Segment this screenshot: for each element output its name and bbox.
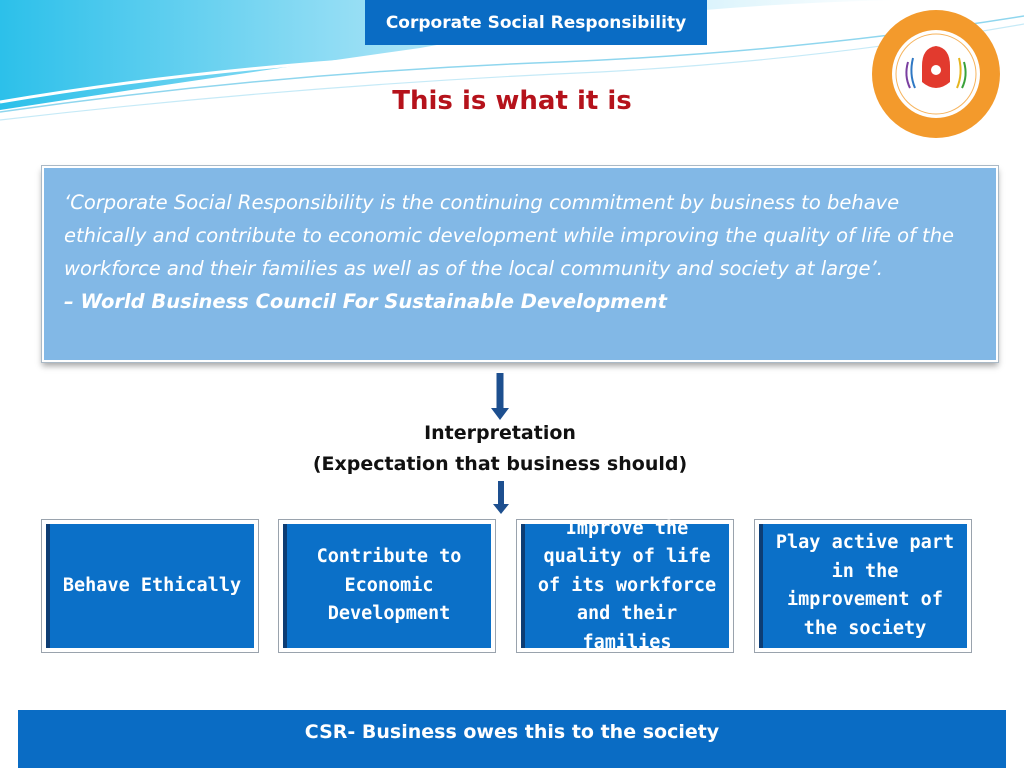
down-arrow-icon [493, 481, 509, 514]
quote-open-mark: ‘ [64, 191, 71, 214]
interpretation-label: Interpretation (Expectation that busines… [250, 418, 750, 480]
header-tab: Corporate Social Responsibility [365, 0, 707, 45]
expectation-box-label: Improve the quality of life of its workf… [521, 518, 729, 653]
expectation-box-label: Play active part in the improvement of t… [759, 524, 967, 648]
interpretation-subheading: (Expectation that business should) [312, 453, 688, 475]
quote-body: Corporate Social Responsibility is the c… [64, 191, 955, 280]
expectation-box: Improve the quality of life of its workf… [516, 518, 734, 653]
expectation-box: Contribute to Economic Development [278, 519, 496, 653]
quote-close-mark: ’. [870, 257, 883, 280]
quote-attribution: – World Business Council For Sustainable… [64, 290, 667, 313]
footer-banner: CSR- Business owes this to the society [18, 710, 1006, 768]
down-arrow-icon [491, 373, 509, 420]
mahavir-logo-icon [872, 10, 1000, 138]
quote-text: ‘Corporate Social Responsibility is the … [64, 186, 976, 285]
expectation-box-label: Behave Ethically [46, 524, 254, 648]
definition-quote-box: ‘Corporate Social Responsibility is the … [41, 165, 999, 363]
expectation-box: Play active part in the improvement of t… [754, 519, 972, 653]
expectation-box-label: Contribute to Economic Development [283, 524, 491, 648]
page-title: This is what it is [392, 86, 632, 116]
expectation-box: Behave Ethically [41, 519, 259, 653]
interpretation-heading: Interpretation [424, 422, 576, 444]
